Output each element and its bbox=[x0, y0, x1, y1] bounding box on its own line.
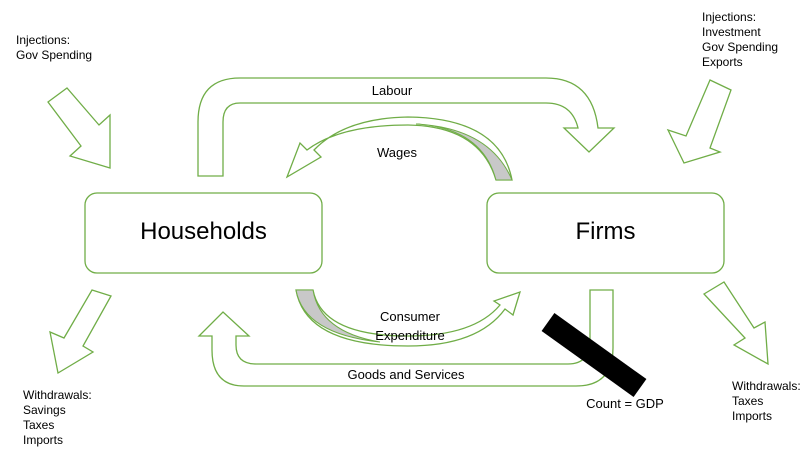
count-gdp-label: Count = GDP bbox=[586, 396, 664, 411]
withdrawals-left-item: Savings bbox=[23, 403, 66, 417]
withdrawals-left-title: Withdrawals: bbox=[23, 388, 92, 402]
injections-right-title: Injections: bbox=[702, 10, 757, 24]
consumer-expenditure-arrow bbox=[295, 289, 521, 347]
injections-right-item: Gov Spending bbox=[702, 40, 779, 54]
withdrawals-left-item: Imports bbox=[23, 433, 64, 447]
labour-arrow bbox=[197, 77, 616, 177]
consumer-expenditure-arrow-shadow bbox=[295, 289, 381, 343]
consumer-expenditure-label: Consumer Expenditure bbox=[360, 307, 460, 345]
withdrawals-right-item: Imports bbox=[732, 409, 773, 423]
firms-label: Firms bbox=[575, 218, 636, 245]
wages-label: Wages bbox=[377, 145, 417, 160]
withdrawals-right-title: Withdrawals: bbox=[732, 379, 801, 393]
withdrawals-left-label: Withdrawals: Savings Taxes Imports bbox=[23, 388, 92, 448]
consumer-expenditure-line: Consumer bbox=[380, 309, 440, 324]
injections-left-label: Injections: Gov Spending bbox=[16, 33, 92, 63]
injections-left-item: Gov Spending bbox=[16, 48, 93, 62]
withdrawals-right-item: Taxes bbox=[732, 394, 764, 408]
withdrawals-right-label: Withdrawals: Taxes Imports bbox=[732, 379, 801, 424]
gdp-count-marker bbox=[541, 313, 647, 397]
households-box bbox=[84, 192, 323, 274]
injections-right-item: Investment bbox=[702, 25, 761, 39]
injections-left-title: Injections: bbox=[16, 33, 71, 47]
goods-and-services-arrow bbox=[197, 289, 614, 387]
consumer-expenditure-line: Expenditure bbox=[375, 328, 445, 343]
wages-arrow-shadow bbox=[415, 123, 513, 181]
labour-label: Labour bbox=[371, 83, 413, 98]
injections-right-arrow bbox=[666, 79, 732, 164]
injections-left-arrow bbox=[47, 87, 111, 169]
withdrawals-left-arrow bbox=[49, 289, 112, 375]
firms-box bbox=[486, 192, 725, 274]
households-label: Households bbox=[140, 218, 267, 245]
withdrawals-left-item: Taxes bbox=[23, 418, 55, 432]
withdrawals-right-arrow bbox=[702, 281, 769, 366]
injections-right-item: Exports bbox=[702, 55, 743, 69]
goods-and-services-label: Goods and Services bbox=[347, 367, 465, 382]
injections-right-label: Injections: Investment Gov Spending Expo… bbox=[702, 10, 778, 70]
